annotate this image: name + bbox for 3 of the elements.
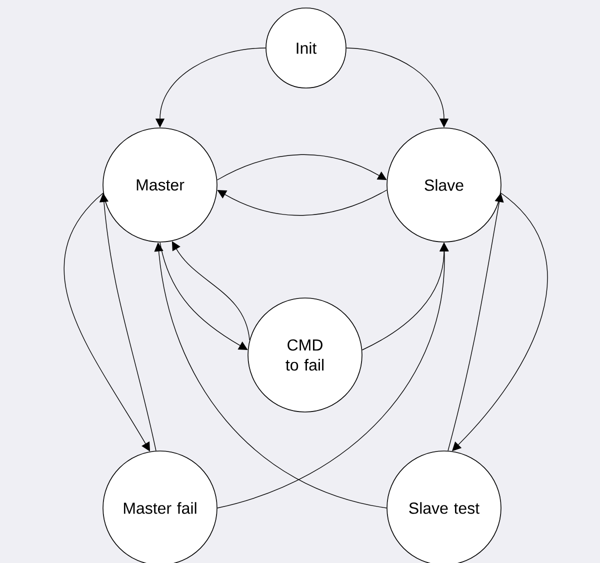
arrow bbox=[448, 193, 504, 452]
arrow bbox=[99, 193, 156, 452]
arrow bbox=[172, 241, 250, 340]
